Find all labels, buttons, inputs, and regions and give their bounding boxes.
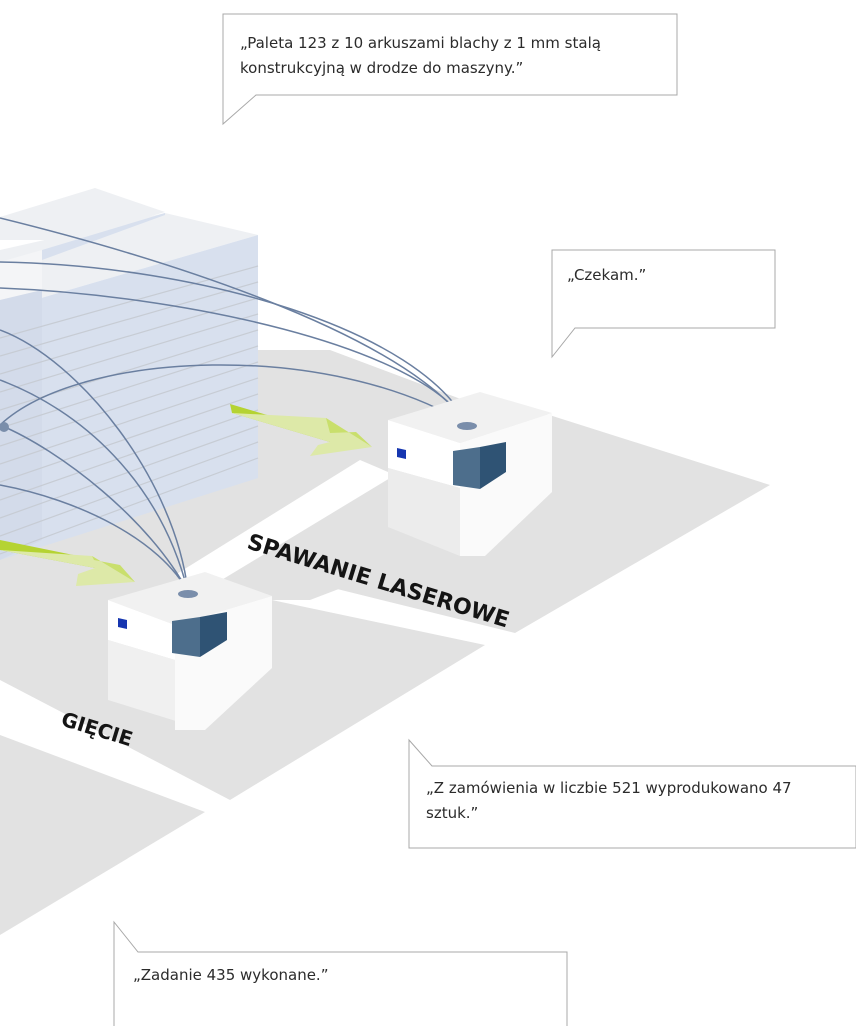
waiting-message-text: „Czekam.” xyxy=(567,266,647,284)
order-message-text: „Z zamówienia w liczbie 521 wyprodukowan… xyxy=(426,779,792,822)
bending-machine xyxy=(108,572,272,730)
network-connections xyxy=(0,217,469,593)
pallet-message-text: „Paleta 123 z 10 arkuszami blachy z 1 mm… xyxy=(240,34,601,77)
flow-arrow-to-laser-welding xyxy=(230,404,372,456)
laser-welding-machine xyxy=(388,392,552,556)
speech-bubble-waiting xyxy=(551,249,776,359)
task-message-text: „Zadanie 435 wykonane.” xyxy=(133,966,329,984)
network-node-left xyxy=(0,422,9,432)
speech-bubble-order xyxy=(408,738,856,849)
speech-bubble-pallet xyxy=(222,13,678,126)
floor-gap-upper xyxy=(175,460,395,590)
speech-bubble-task xyxy=(113,920,568,1026)
flow-arrow-to-bending xyxy=(0,540,135,586)
floor-lower-area xyxy=(0,735,205,935)
